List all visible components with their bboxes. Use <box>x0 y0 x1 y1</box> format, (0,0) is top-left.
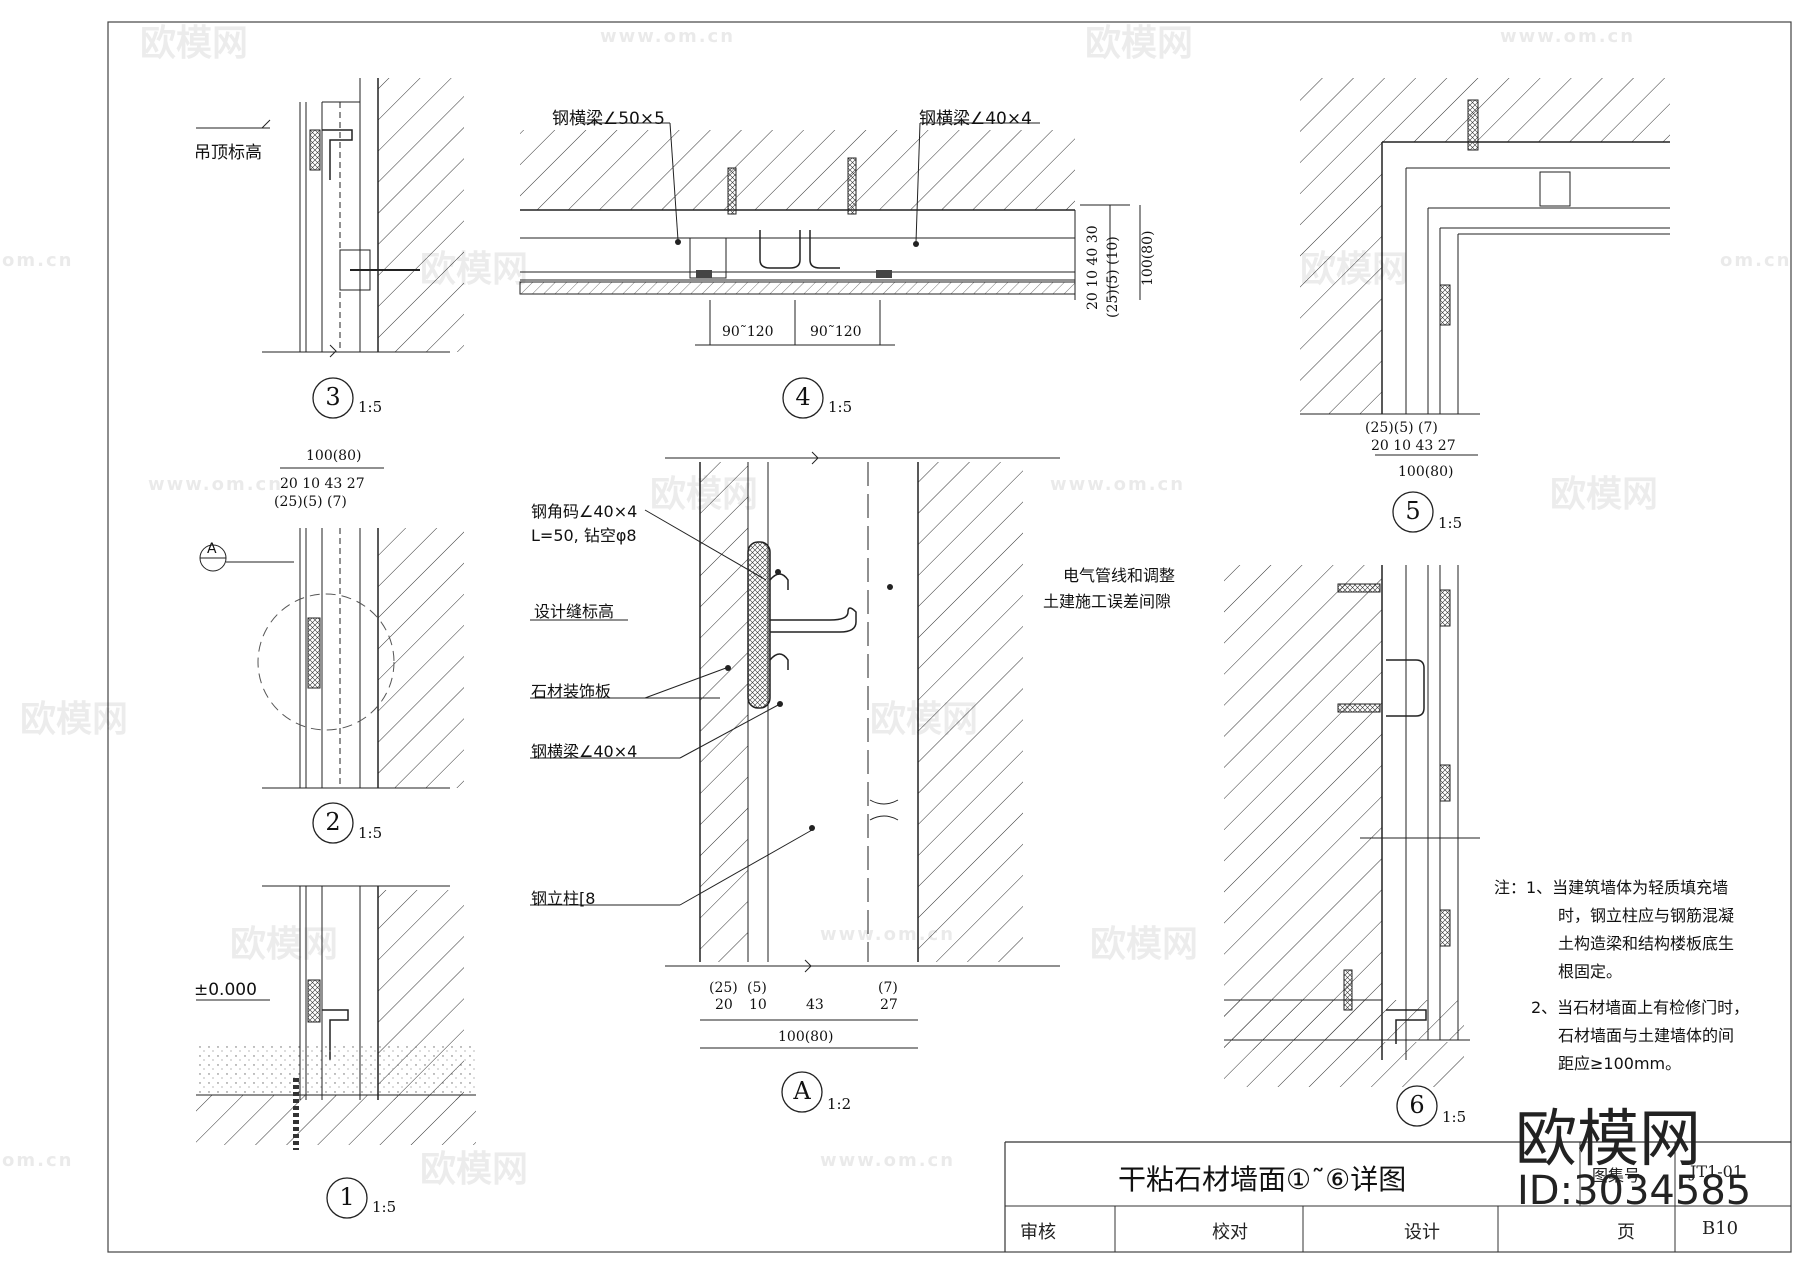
detail-1-scale: 1:5 <box>372 1198 397 1216</box>
brand-id: ID:3034585 <box>1517 1168 1752 1214</box>
drawing-set-label: 图集号 <box>1592 1166 1641 1185</box>
dimension-total: 100(80) <box>306 448 362 464</box>
title-block-frame <box>1004 1141 1791 1252</box>
dimension-row: 20 10 43 27 <box>1371 438 1456 454</box>
ceiling-elevation-label: 吊顶标高 <box>194 143 262 163</box>
note-line: 土构造梁和结构楼板底生 <box>1558 934 1735 953</box>
dimension-5: (5) <box>747 980 767 996</box>
dimension-27: 27 <box>880 997 898 1013</box>
detail-4-drawing <box>519 122 1141 419</box>
note-line: 时，钢立柱应与钢筋混凝 <box>1558 906 1735 925</box>
watermark-logo: 欧模网 <box>420 1149 529 1190</box>
dimension-total: 100(80) <box>1398 464 1454 480</box>
joint-elevation-label: 设计缝标高 <box>534 602 615 621</box>
watermark-url: om.cn <box>2 250 74 271</box>
watermark-url: www.om.cn <box>820 924 956 945</box>
detail-1-drawing <box>196 885 476 1219</box>
dimension-row: 20 10 43 27 <box>280 476 365 492</box>
watermark-url: www.om.cn <box>148 474 284 495</box>
detail-3-number: 3 <box>325 383 341 411</box>
detail-3-drawing <box>196 78 464 419</box>
detail-5-scale: 1:5 <box>1438 514 1463 532</box>
detail-1-number: 1 <box>339 1183 355 1211</box>
detail-3-scale: 1:5 <box>358 398 383 416</box>
detail-a-drawing <box>530 451 1060 1113</box>
dimension-43: 43 <box>806 997 824 1013</box>
dimension-10: 10 <box>749 997 767 1013</box>
page-label: 页 <box>1617 1222 1635 1243</box>
watermark-url: www.om.cn <box>600 26 736 47</box>
detail-a-marker: A <box>207 541 217 557</box>
gap-label-line-2: 土建施工误差间隙 <box>1043 592 1172 611</box>
note-line: 注：1、当建筑墙体为轻质填充墙 <box>1494 878 1729 897</box>
watermark-url: om.cn <box>2 1150 74 1171</box>
vertical-dimension-row-2: (25)(5) (10) <box>1105 236 1121 318</box>
design-label: 设计 <box>1404 1222 1440 1243</box>
drawing-set-value: JT1-01 <box>1690 1162 1744 1181</box>
note-line: 2、当石材墙面上有检修门时， <box>1531 998 1750 1017</box>
detail-5-drawing <box>1300 78 1670 533</box>
detail-5-number: 5 <box>1405 497 1421 525</box>
dimension-row-alt: (25)(5) (7) <box>274 494 347 510</box>
watermark-logo: 欧模网 <box>1090 924 1199 965</box>
check-label: 校对 <box>1212 1222 1248 1243</box>
note-line: 根固定。 <box>1558 962 1623 981</box>
stone-panel-label: 石材装饰板 <box>531 682 612 701</box>
watermark-logo: 欧模网 <box>230 924 339 965</box>
watermark-url: www.om.cn <box>820 1150 956 1171</box>
angle-code-spec: L=50, 钻空φ8 <box>531 526 637 545</box>
dimension-25: (25) <box>709 980 738 996</box>
dimension-total: 100(80) <box>778 1029 834 1045</box>
sheet-border <box>107 21 1792 1253</box>
detail-4-scale: 1:5 <box>828 398 853 416</box>
watermark-logo: 欧模网 <box>870 699 979 740</box>
beam-50x5-label: 钢横梁∠50×5 <box>552 109 665 129</box>
dimension-7: (7) <box>878 980 898 996</box>
watermark-logo: 欧模网 <box>420 249 529 290</box>
watermark-url: www.om.cn <box>1050 474 1186 495</box>
detail-2-scale: 1:5 <box>358 824 383 842</box>
detail-4-number: 4 <box>795 383 811 411</box>
page-number: B10 <box>1702 1218 1739 1239</box>
detail-2-number: 2 <box>325 808 341 836</box>
angle-code-label: 钢角码∠40×4 <box>531 502 638 521</box>
detail-a-scale: 1:2 <box>827 1095 852 1113</box>
spacing-dimension: 90˜120 <box>810 324 862 340</box>
detail-a-number: A <box>793 1077 811 1105</box>
steel-beam-label: 钢横梁∠40×4 <box>531 742 638 761</box>
review-label: 审核 <box>1020 1222 1056 1243</box>
watermark-logo: 欧模网 <box>1300 249 1409 290</box>
steel-column-label: 钢立柱[8 <box>531 889 596 908</box>
watermark-logo: 欧模网 <box>650 474 759 515</box>
zero-elevation-label: ±0.000 <box>194 980 257 1000</box>
spacing-dimension: 90˜120 <box>722 324 774 340</box>
dimension-row-alt: (25)(5) (7) <box>1365 420 1438 436</box>
detail-6-number: 6 <box>1409 1091 1425 1119</box>
vertical-dimension-total: 100(80) <box>1140 230 1156 286</box>
beam-40x4-label: 钢横梁∠40×4 <box>919 109 1032 129</box>
watermark-logo: 欧模网 <box>20 699 129 740</box>
watermark-logo: 欧模网 <box>140 23 249 64</box>
drawing-title: 干粘石材墙面①˜⑥详图 <box>1118 1163 1407 1196</box>
dimension-20: 20 <box>715 997 733 1013</box>
note-line: 距应≥100mm。 <box>1558 1054 1682 1073</box>
watermark-logo: 欧模网 <box>1550 474 1659 515</box>
watermark-url: om.cn <box>1720 250 1792 271</box>
detail-2-drawing <box>199 467 464 844</box>
note-line: 石材墙面与土建墙体的间 <box>1558 1026 1735 1045</box>
brand-logo-text: 欧模网 <box>1515 1102 1702 1175</box>
watermark-url: www.om.cn <box>1500 26 1636 47</box>
detail-6-drawing <box>1224 565 1480 1127</box>
watermark-logo: 欧模网 <box>1085 23 1194 64</box>
vertical-dimension-row-1: 20 10 40 30 <box>1085 225 1101 310</box>
detail-6-scale: 1:5 <box>1442 1108 1467 1126</box>
gap-label-line-1: 电气管线和调整 <box>1063 566 1176 585</box>
